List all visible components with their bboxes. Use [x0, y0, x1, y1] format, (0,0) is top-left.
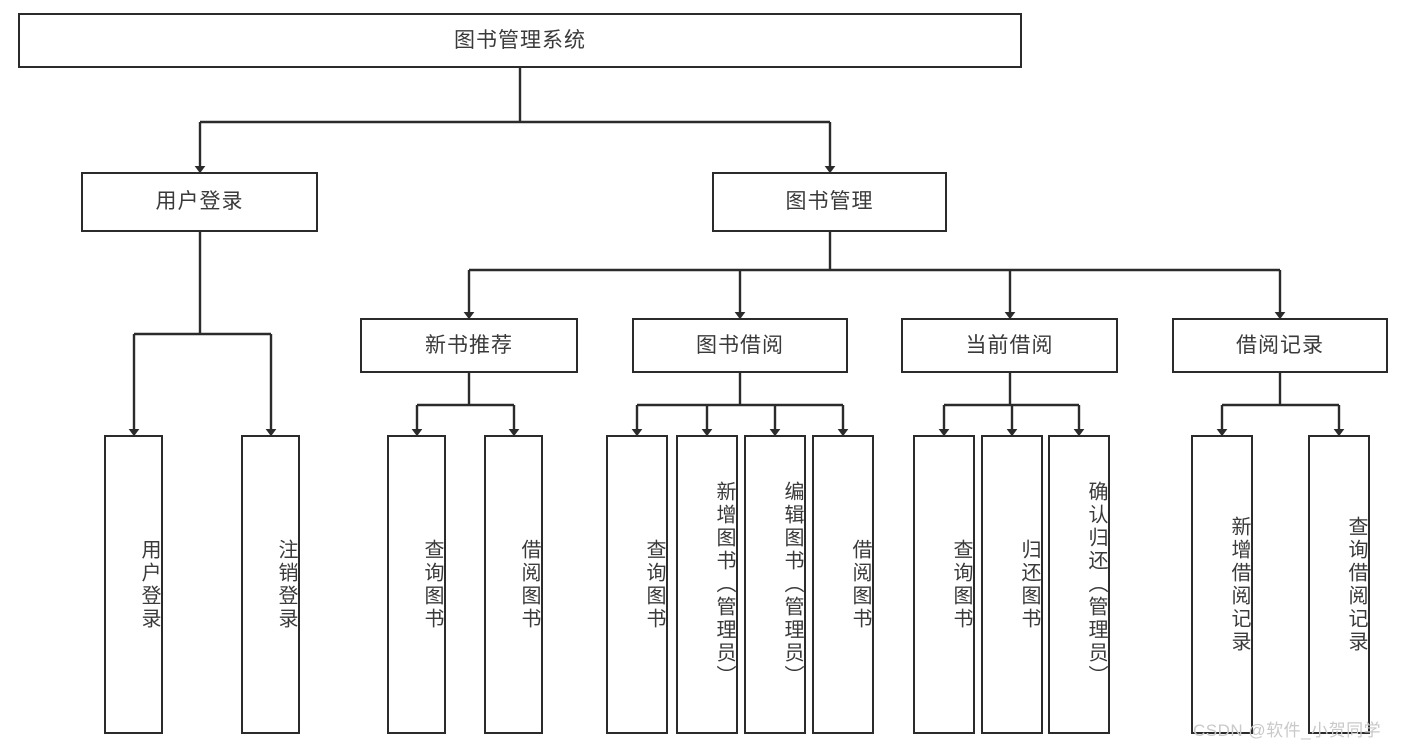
node-new-book-rec: 新书推荐 [360, 318, 578, 373]
node-borrow-record: 借阅记录 [1172, 318, 1388, 373]
node-label: 查询图书 [950, 538, 972, 631]
node-leaf-borrow-add: 新增图书（管理员） [676, 435, 738, 734]
node-leaf-cur-confirm: 确认归还（管理员） [1048, 435, 1110, 734]
node-label: 图书管理 [785, 190, 874, 214]
node-label: 用户登录 [155, 190, 244, 214]
node-label: 用户登录 [138, 538, 160, 631]
node-book-manage: 图书管理 [712, 172, 947, 232]
node-root: 图书管理系统 [18, 13, 1022, 68]
node-label: 借阅图书 [518, 538, 540, 631]
node-label: 借阅记录 [1236, 333, 1324, 357]
node-label: 借阅图书 [849, 538, 871, 631]
node-leaf-cur-return: 归还图书 [981, 435, 1043, 734]
node-leaf-user-login: 用户登录 [104, 435, 163, 734]
node-label: 新增借阅记录 [1228, 515, 1250, 654]
node-leaf-rec-query: 查询图书 [387, 435, 446, 734]
node-label: 图书管理系统 [454, 28, 586, 52]
node-label: 编辑图书（管理员） [781, 481, 803, 688]
node-leaf-borrow-edit: 编辑图书（管理员） [744, 435, 806, 734]
node-leaf-rec-borrow: 借阅图书 [484, 435, 543, 734]
node-label: 查询借阅记录 [1345, 515, 1367, 654]
node-leaf-cur-query: 查询图书 [913, 435, 975, 734]
node-label: 新增图书（管理员） [713, 481, 735, 688]
node-leaf-rec-query2: 查询借阅记录 [1308, 435, 1370, 734]
csdn-watermark: CSDN @软件_小贺同学 [1193, 721, 1382, 740]
node-label: 当前借阅 [965, 333, 1054, 357]
node-label: 查询图书 [643, 538, 665, 631]
node-leaf-rec-add: 新增借阅记录 [1191, 435, 1253, 734]
node-book-borrow: 图书借阅 [632, 318, 848, 373]
node-current-borrow: 当前借阅 [901, 318, 1118, 373]
node-label: 归还图书 [1018, 538, 1040, 631]
node-label: 图书借阅 [696, 333, 784, 357]
node-label: 注销登录 [275, 538, 297, 631]
node-leaf-borrow-query: 查询图书 [606, 435, 668, 734]
node-leaf-borrow-do: 借阅图书 [812, 435, 874, 734]
node-label: 查询图书 [421, 538, 443, 631]
node-label: 确认归还（管理员） [1085, 481, 1107, 688]
node-user-login: 用户登录 [81, 172, 318, 232]
edge-group [128, 68, 1345, 437]
node-label: 新书推荐 [425, 333, 513, 357]
node-leaf-user-logout: 注销登录 [241, 435, 300, 734]
